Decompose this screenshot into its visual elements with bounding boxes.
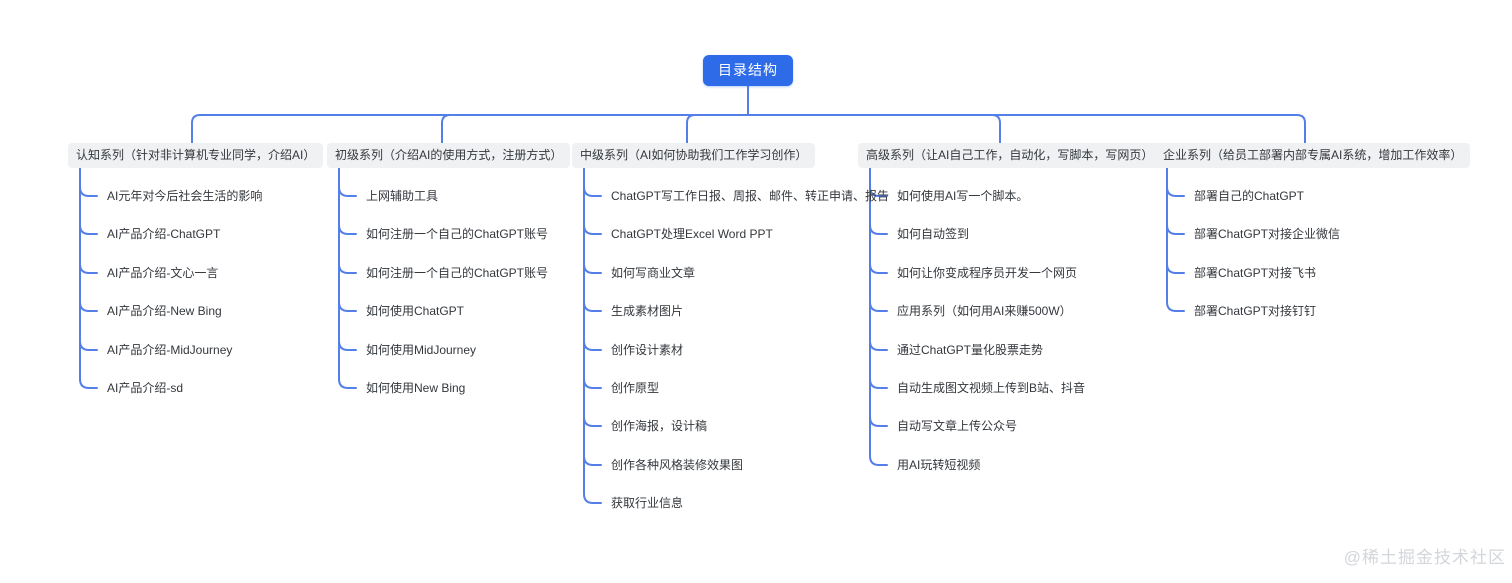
leaf-node[interactable]: 应用系列（如何用AI来赚500W） (897, 304, 1072, 318)
leaf-node[interactable]: 如何让你变成程序员开发一个网页 (897, 266, 1078, 280)
leaf-node[interactable]: 部署自己的ChatGPT (1194, 189, 1305, 203)
leaf-node[interactable]: 部署ChatGPT对接企业微信 (1194, 227, 1341, 241)
branch-node-enterprise[interactable]: 企业系列（给员工部署内部专属AI系统，增加工作效率） (1155, 143, 1471, 168)
root-node[interactable]: 目录结构 (703, 55, 793, 86)
leaf-node[interactable]: ChatGPT写工作日报、周报、邮件、转正申请、报告 (611, 189, 890, 203)
juejin-watermark: @稀土掘金技术社区 (1343, 548, 1506, 567)
leaf-node[interactable]: 创作设计素材 (611, 343, 684, 357)
leaf-node[interactable]: 部署ChatGPT对接飞书 (1194, 266, 1317, 280)
leaf-node[interactable]: 如何使用New Bing (366, 381, 466, 395)
leaf-node[interactable]: 生成素材图片 (611, 304, 684, 318)
leaf-node[interactable]: 创作原型 (611, 381, 660, 395)
leaf-node[interactable]: 如何使用MidJourney (366, 343, 477, 357)
leaf-node[interactable]: 创作海报，设计稿 (611, 419, 708, 433)
leaf-node[interactable]: 部署ChatGPT对接钉钉 (1194, 304, 1317, 318)
leaf-node[interactable]: AI元年对今后社会生活的影响 (107, 189, 263, 203)
branch-node-advanced[interactable]: 高级系列（让AI自己工作，自动化，写脚本，写网页） (858, 143, 1162, 168)
leaf-node[interactable]: 如何自动签到 (897, 227, 970, 241)
leaf-node[interactable]: AI产品介绍-文心一言 (107, 266, 219, 280)
leaf-node[interactable]: 如何注册一个自己的ChatGPT账号 (366, 266, 549, 280)
leaf-node[interactable]: AI产品介绍-sd (107, 381, 184, 395)
leaf-node[interactable]: 通过ChatGPT量化股票走势 (897, 343, 1044, 357)
leaf-node[interactable]: ChatGPT处理Excel Word PPT (611, 227, 773, 241)
leaf-node[interactable]: 如何写商业文章 (611, 266, 696, 280)
branch-node-beginner[interactable]: 初级系列（介绍AI的使用方式，注册方式） (327, 143, 571, 168)
branch-node-cognition[interactable]: 认知系列（针对非计算机专业同学，介绍AI） (68, 143, 324, 168)
leaf-node[interactable]: 获取行业信息 (611, 496, 684, 510)
leaf-node[interactable]: 如何使用ChatGPT (366, 304, 465, 318)
leaf-node[interactable]: 如何使用AI写一个脚本。 (897, 189, 1029, 203)
leaf-node[interactable]: 创作各种风格装修效果图 (611, 458, 744, 472)
leaf-node[interactable]: AI产品介绍-ChatGPT (107, 227, 221, 241)
leaf-node[interactable]: AI产品介绍-New Bing (107, 304, 222, 318)
leaf-node[interactable]: 自动写文章上传公众号 (897, 419, 1018, 433)
branch-node-intermediate[interactable]: 中级系列（AI如何协助我们工作学习创作） (572, 143, 816, 168)
leaf-node[interactable]: 如何注册一个自己的ChatGPT账号 (366, 227, 549, 241)
leaf-node[interactable]: 自动生成图文视频上传到B站、抖音 (897, 381, 1086, 395)
leaf-node[interactable]: 上网辅助工具 (366, 189, 439, 203)
leaf-node[interactable]: 用AI玩转短视频 (897, 458, 981, 472)
leaf-node[interactable]: AI产品介绍-MidJourney (107, 343, 233, 357)
